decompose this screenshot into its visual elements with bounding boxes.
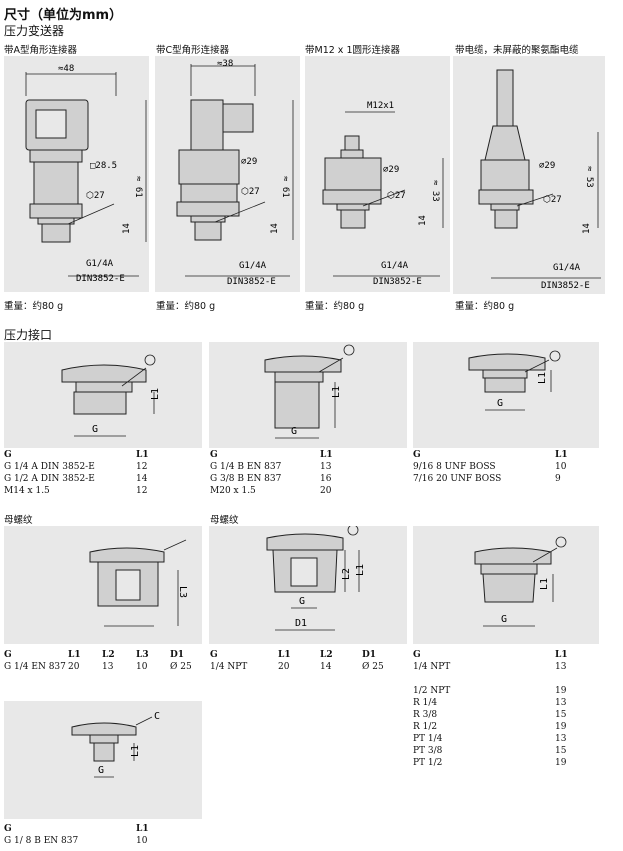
drawing-a-connector: ≈48 □28.5 ≈ 61 ⬡27 14 G1/4A DIN3852-E	[4, 56, 149, 292]
drawing-cable: ⌀29 ≈ 53 ⬡27 14 G1/4A DIN3852-E	[453, 56, 605, 294]
page-title: 尺寸（单位为mm）	[4, 8, 123, 23]
drawing-g18-thread: C G L1	[4, 701, 202, 819]
dim-diameter: ⌀29	[539, 161, 555, 171]
dim-width: ≈48	[58, 64, 74, 74]
drawing-m12-connector: M12x1 ⌀29 ≈ 33 ⬡27 14 G1/4A DIN3852-E	[305, 56, 450, 292]
drawing-male-thread-2: G L1	[209, 342, 407, 448]
variant-label-a: 带A型角形连接器	[4, 45, 77, 56]
drawing-male-thread-1: G L1	[4, 342, 202, 448]
svg-text:L1: L1	[130, 745, 141, 757]
dim-thread-length: 14	[122, 223, 132, 234]
svg-text:L1: L1	[355, 564, 366, 576]
dim-height: ≈ 53	[584, 166, 594, 188]
dim-thread: G1/4A	[239, 261, 267, 271]
svg-text:L3: L3	[177, 586, 188, 598]
svg-text:G: G	[497, 398, 503, 409]
dim-thread-length: 14	[582, 223, 592, 234]
dim-hex: ⬡27	[86, 191, 105, 201]
dim-standard: DIN3852-E	[227, 277, 276, 287]
dim-hex: ⬡27	[241, 187, 260, 197]
drawing-npt-thread: G L1	[413, 526, 599, 644]
svg-text:C: C	[154, 711, 160, 722]
variant-label-cable: 带电缆，未屏蔽的聚氨酯电缆	[455, 45, 579, 56]
svg-text:G: G	[299, 596, 305, 607]
section-heading-connections: 压力接口	[4, 328, 53, 342]
dim-height: ≈ 61	[280, 176, 290, 198]
svg-text:G: G	[291, 426, 297, 437]
svg-text:G: G	[501, 614, 507, 625]
svg-text:G: G	[98, 765, 104, 776]
dim-thread: G1/4A	[553, 263, 581, 273]
dim-square: □28.5	[90, 161, 117, 171]
dim-standard: DIN3852-E	[541, 281, 590, 291]
dim-connector-thread: M12x1	[367, 101, 394, 111]
dim-height: ≈ 61	[133, 176, 143, 198]
weight-a: 重量：约80 g	[4, 301, 64, 312]
weight-c: 重量：约80 g	[156, 301, 216, 312]
svg-text:L2: L2	[341, 568, 352, 580]
dim-diameter: ⌀29	[383, 165, 399, 175]
female-thread-label-2: 母螺纹	[210, 515, 239, 526]
weight-m12: 重量：约80 g	[305, 301, 365, 312]
svg-text:L1: L1	[331, 386, 342, 398]
variant-label-c: 带C型角形连接器	[156, 45, 230, 56]
drawing-male-thread-3: G L1	[413, 342, 599, 448]
dim-thread: G1/4A	[86, 259, 114, 269]
dim-height: ≈ 33	[430, 180, 440, 202]
dim-hex: ⬡27	[387, 191, 406, 201]
dim-thread-length: 14	[418, 215, 428, 226]
female-thread-table-1: G L1 L2 L3 D1 G 1/4 EN 837 20 13 10 Ø 25	[4, 650, 192, 672]
svg-text:L1: L1	[539, 578, 550, 590]
svg-text:L1: L1	[150, 388, 161, 400]
table-row: G 1/4 EN 837 20 13 10 Ø 25	[4, 662, 192, 672]
dim-thread: G1/4A	[381, 261, 409, 271]
dim-diameter: ⌀29	[241, 157, 257, 167]
drawing-female-thread-1: L3	[4, 526, 202, 644]
table-row	[413, 673, 568, 685]
female-thread-table-2: G L1 L2 D1 1/4 NPT 20 14 Ø 25	[210, 650, 384, 672]
dim-standard: DIN3852-E	[76, 274, 125, 284]
dim-width: ≈38	[217, 59, 233, 69]
svg-text:G: G	[92, 424, 98, 435]
section-heading-transmitter: 压力变送器	[4, 24, 65, 38]
table-row: 1/4 NPT 20 14 Ø 25	[210, 662, 384, 672]
drawing-c-connector: ≈38 ⌀29 ≈ 61 ⬡27 14 G1/4A DIN3852-E	[155, 56, 300, 292]
variant-label-m12: 带M12 x 1圆形连接器	[305, 45, 400, 56]
svg-text:L1: L1	[537, 372, 548, 384]
dim-standard: DIN3852-E	[373, 277, 422, 287]
dim-thread-length: 14	[270, 223, 280, 234]
female-thread-label-1: 母螺纹	[4, 515, 33, 526]
drawing-female-thread-2: G D1 L2 L1	[209, 526, 407, 644]
weight-cable: 重量：约80 g	[455, 301, 515, 312]
dim-hex: ⬡27	[543, 195, 562, 205]
svg-text:D1: D1	[295, 618, 307, 629]
